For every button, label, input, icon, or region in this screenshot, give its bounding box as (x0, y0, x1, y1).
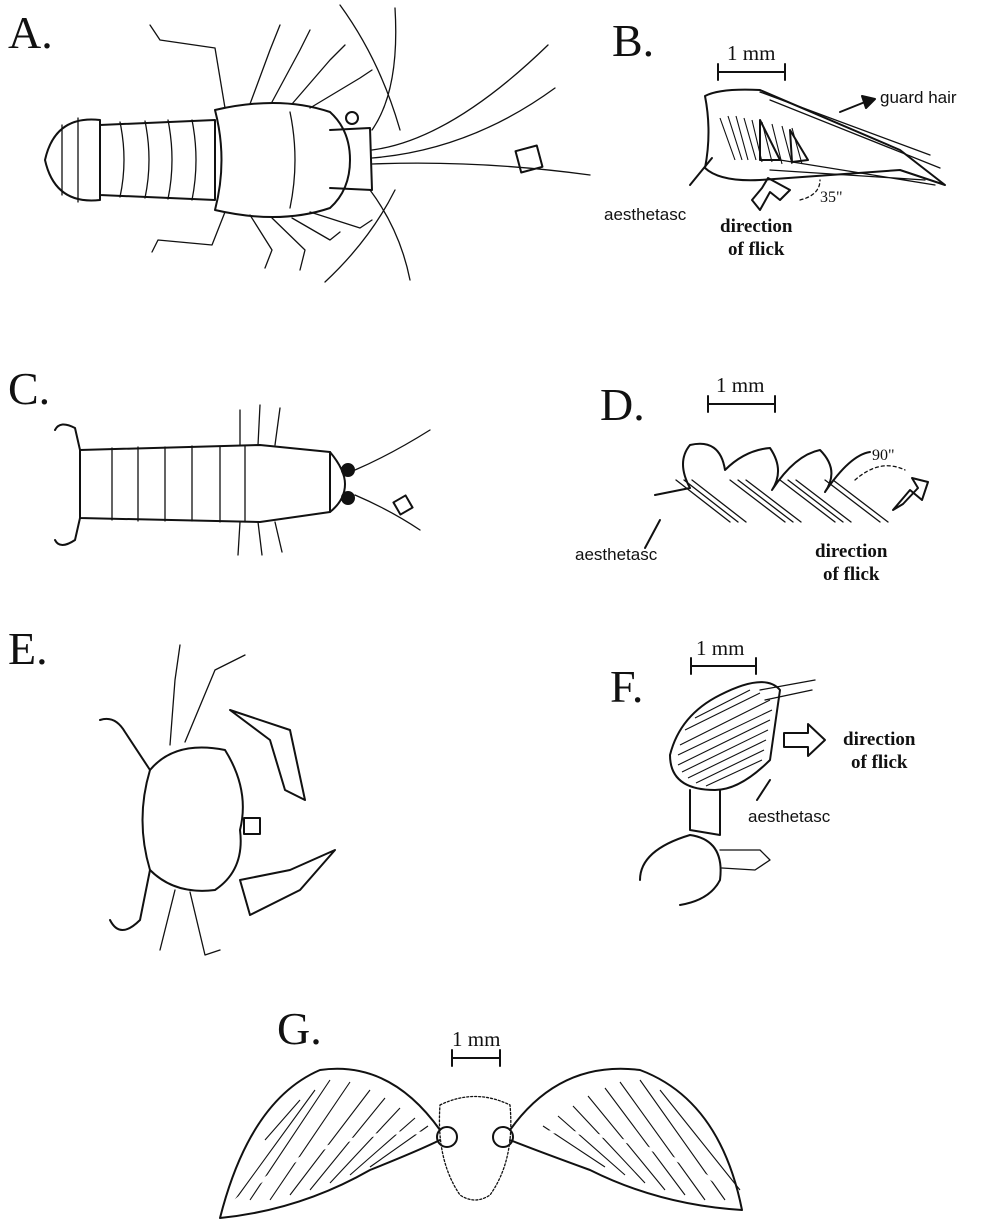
flick-label-f-line1: direction (843, 729, 916, 750)
aesthetasc-tuft-b (720, 116, 808, 164)
panel-b: B. 1 mm guard hair aesthetasc 35" direct… (604, 15, 957, 260)
lobster-drawing (45, 5, 590, 282)
aesthetasc-label-b: aesthetasc (604, 205, 687, 224)
aesthetasc-arrow-f (757, 780, 770, 800)
panel-c: C. (8, 363, 430, 555)
angle-label-d: 90" (872, 447, 895, 464)
panel-g: G. 1 mm (220, 1003, 742, 1218)
flick-label-b-line2: of flick (728, 239, 785, 260)
flick-label-d-line1: direction (815, 541, 888, 562)
scale-label-g: 1 mm (452, 1027, 500, 1051)
panel-f: F. 1 mm direction of flick aesthetasc (610, 636, 916, 905)
panel-g-letter: G. (277, 1003, 322, 1054)
panel-d: D. 1 mm 90" aesthetasc direction of flic… (575, 373, 928, 585)
flick-arrow-f (784, 724, 825, 756)
angle-label-b: 35" (820, 189, 843, 206)
lobster-c-drawing (55, 405, 430, 555)
scale-bar-g: 1 mm (452, 1027, 500, 1066)
panel-a: A. (8, 5, 590, 282)
scale-bar-d: 1 mm (708, 373, 775, 412)
scale-label-f: 1 mm (696, 636, 744, 660)
flick-label-b-line1: direction (720, 216, 793, 237)
scale-label-b: 1 mm (727, 41, 775, 65)
antennule-pair-drawing (220, 1069, 742, 1218)
panel-d-letter: D. (600, 379, 645, 430)
scale-label-d: 1 mm (716, 373, 764, 397)
panel-f-letter: F. (610, 661, 643, 712)
aesthetasc-label-d: aesthetasc (575, 545, 658, 564)
flick-arrow-d (893, 478, 928, 510)
antennule-b-drawing (690, 90, 945, 210)
panel-e-letter: E. (8, 623, 48, 674)
crab-drawing (100, 645, 335, 955)
flick-arrow-b (752, 178, 790, 210)
flick-label-d-line2: of flick (823, 564, 880, 585)
guard-hair-label: guard hair (880, 88, 957, 107)
flick-label-f-line2: of flick (851, 752, 908, 773)
scale-bar-f: 1 mm (691, 636, 756, 674)
panel-a-letter: A. (8, 7, 53, 58)
aesthetasc-arrow-d (645, 520, 660, 548)
antennule-f-drawing (640, 680, 825, 905)
panel-e: E. (8, 623, 335, 955)
panel-b-letter: B. (612, 15, 654, 66)
panel-c-letter: C. (8, 363, 50, 414)
scale-bar-b: 1 mm (718, 41, 785, 80)
aesthetasc-label-f: aesthetasc (748, 807, 831, 826)
